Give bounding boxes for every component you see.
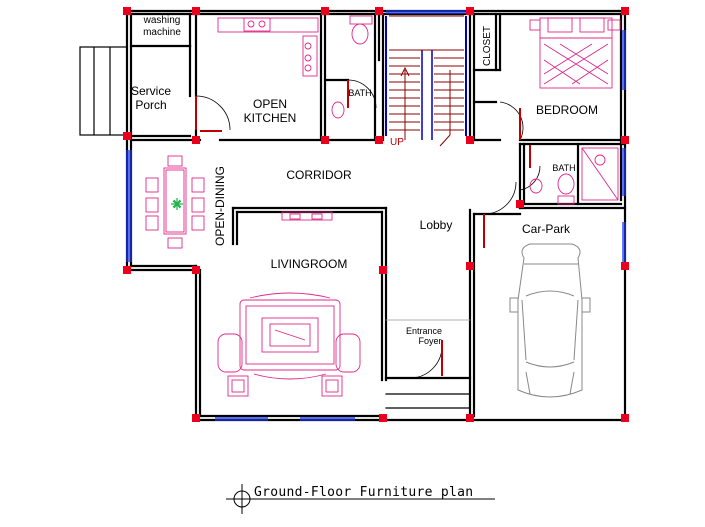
room-label-entrance-foyer: Entrance Foyer — [400, 326, 448, 346]
room-label-entrance: Entrance — [405, 326, 443, 336]
furniture — [145, 15, 621, 397]
room-label-open-kitchen: OPEN KITCHEN — [238, 97, 302, 125]
room-label-machine: machine — [143, 27, 181, 38]
room-label-service-porch: Service Porch — [126, 84, 176, 112]
title-marker — [226, 484, 495, 514]
room-label-lobby: Lobby — [419, 218, 453, 232]
plant-icon — [171, 198, 183, 210]
plan-title: Ground-Floor Furniture plan — [254, 485, 474, 500]
room-label-foyer: Foyer — [418, 336, 442, 346]
room-label-bath-lower: BATH — [552, 163, 576, 173]
room-label-corridor: CORRIDOR — [286, 168, 352, 182]
porch-steps — [79, 46, 128, 136]
stair — [385, 15, 467, 147]
room-label-car-park: Car-Park — [521, 222, 570, 236]
room-label-kitchen: KITCHEN — [243, 111, 297, 125]
room-label-bath-upper: BATH — [348, 88, 372, 98]
room-label-closet: CLOSET — [482, 26, 493, 67]
room-label-open-dining: OPEN-DINING — [213, 166, 227, 247]
windows — [126, 10, 626, 421]
room-label-washing: washing — [143, 15, 181, 26]
room-label-livingroom: LIVINGROOM — [270, 257, 348, 271]
stair-up-label: UP — [390, 137, 404, 148]
room-label-porch: Porch — [135, 98, 167, 112]
car-icon — [509, 243, 591, 398]
columns — [123, 7, 629, 422]
room-label-bedroom: BEDROOM — [535, 103, 598, 117]
room-label-washing-machine: washing machine — [134, 15, 190, 39]
room-label-open: OPEN — [252, 97, 287, 111]
doors — [195, 79, 541, 379]
walls — [125, 9, 627, 422]
room-label-service: Service — [130, 84, 171, 98]
